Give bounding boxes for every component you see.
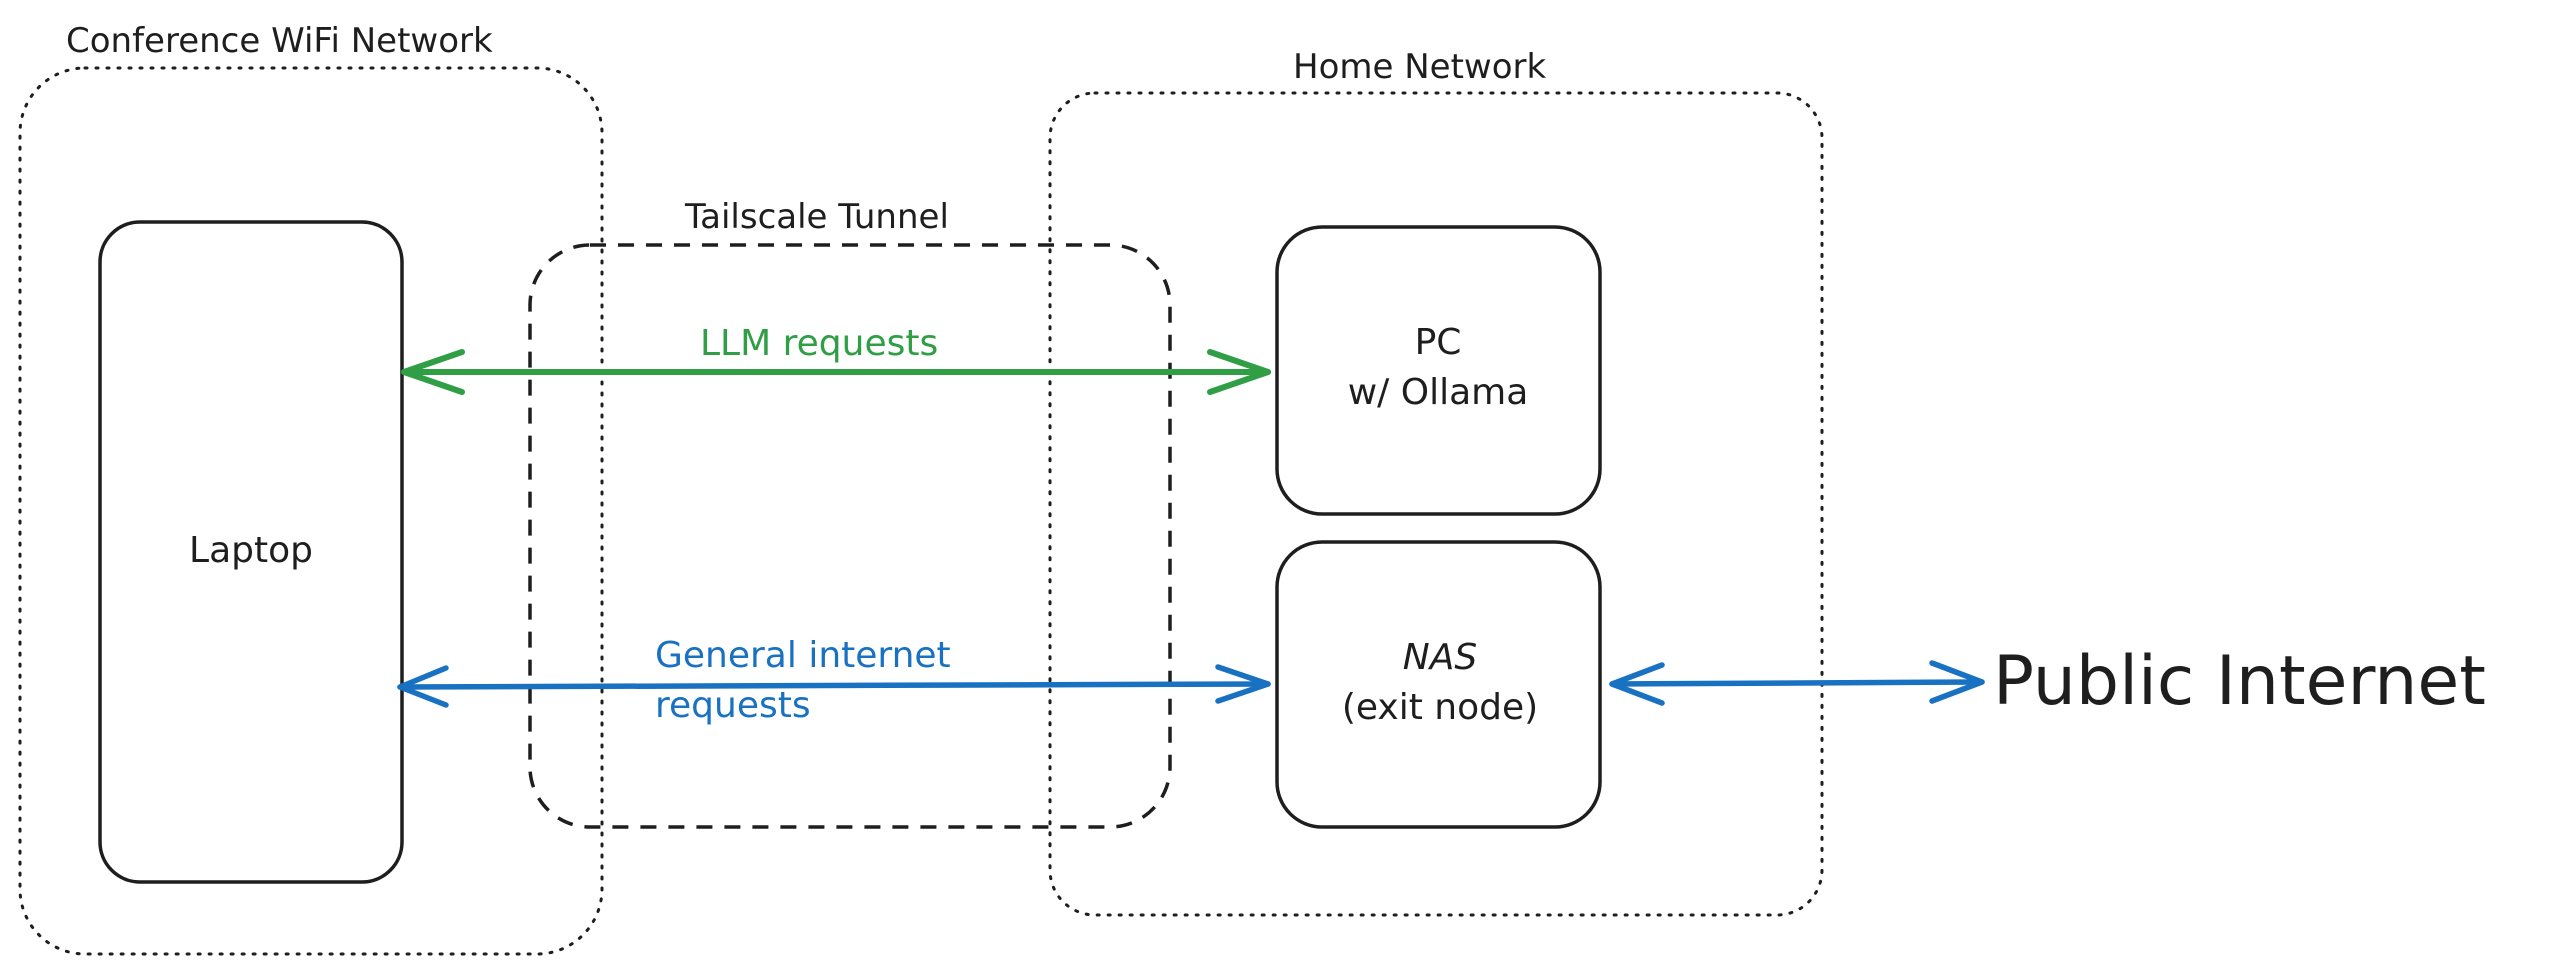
llm-requests-label: LLM requests xyxy=(700,323,938,364)
public-internet-label: Public Internet xyxy=(1993,642,2486,721)
home-network-region: Home Network xyxy=(1048,47,1824,917)
pc-label-line2: w/ Ollama xyxy=(1348,372,1529,413)
nas-node: NAS (exit node) xyxy=(1275,540,1602,829)
internet-arrow xyxy=(1609,660,1985,706)
pc-label-line1: PC xyxy=(1415,322,1462,363)
llm-requests-arrow xyxy=(401,349,1271,395)
home-network-label: Home Network xyxy=(1293,47,1546,87)
general-requests-label-line1: General internet xyxy=(655,635,951,676)
conference-wifi-region: Conference WiFi Network xyxy=(18,21,604,956)
tailscale-tunnel-region: Tailscale Tunnel xyxy=(528,197,1172,829)
general-requests-arrow xyxy=(397,664,1271,708)
tailscale-tunnel-label: Tailscale Tunnel xyxy=(684,197,949,237)
general-requests-label-line2: requests xyxy=(655,685,811,726)
laptop-label: Laptop xyxy=(189,530,313,571)
conference-wifi-label: Conference WiFi Network xyxy=(66,21,493,61)
nas-label-line1: NAS xyxy=(1403,637,1477,678)
pc-node: PC w/ Ollama xyxy=(1275,225,1602,516)
nas-label-line2: (exit node) xyxy=(1342,687,1538,728)
laptop-node: Laptop xyxy=(98,220,404,884)
